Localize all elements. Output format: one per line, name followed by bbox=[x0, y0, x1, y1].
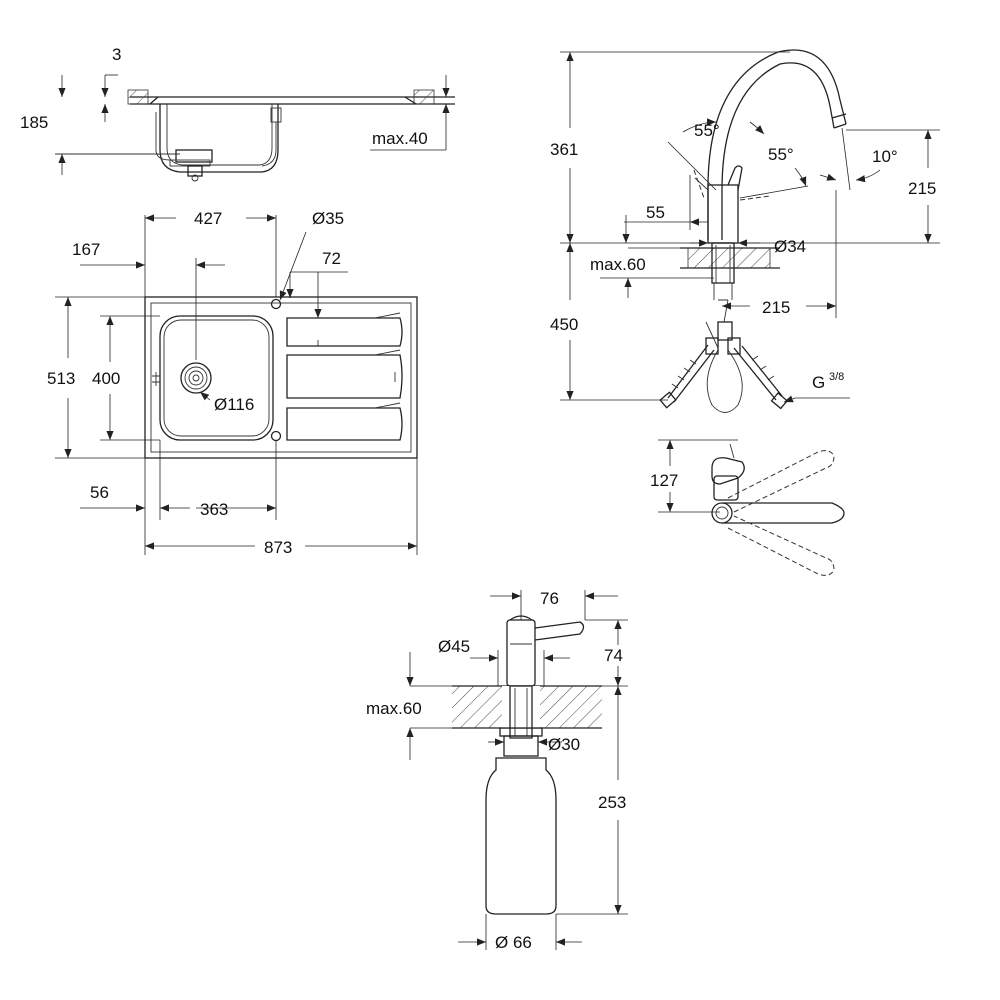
dim-max40-label: max.40 bbox=[372, 129, 428, 148]
angle-55b-label: 55° bbox=[768, 145, 794, 164]
dim-215h-label: 215 bbox=[762, 298, 790, 317]
dim-d35-label: Ø35 bbox=[312, 209, 344, 228]
thread-fraction-label: 3/8 bbox=[829, 371, 844, 383]
angle-10-label: 10° bbox=[872, 147, 898, 166]
tap-hole-icon bbox=[270, 298, 282, 310]
dim-56-label: 56 bbox=[90, 483, 109, 502]
thread-g-label: G bbox=[812, 373, 825, 392]
dim-427-label: 427 bbox=[194, 209, 222, 228]
dim-d45-label: Ø45 bbox=[438, 637, 470, 656]
faucet-top-view: 127 bbox=[650, 439, 845, 576]
angle-55a-label: 55° bbox=[694, 121, 720, 140]
dim-d66-label: Ø 66 bbox=[495, 933, 532, 952]
dim-215v-label: 215 bbox=[908, 179, 936, 198]
dim-d30-label: Ø30 bbox=[548, 735, 580, 754]
dim-185-label: 185 bbox=[20, 113, 48, 132]
dim-d34-label: Ø34 bbox=[774, 237, 806, 256]
dim-max60-dispenser-label: max.60 bbox=[366, 699, 422, 718]
dim-363-label: 363 bbox=[200, 500, 228, 519]
soap-dispenser-view: 76 Ø45 74 max.60 Ø30 253 Ø 66 bbox=[366, 589, 628, 952]
dim-873-label: 873 bbox=[264, 538, 292, 557]
dim-361-label: 361 bbox=[550, 140, 578, 159]
dim-253-label: 253 bbox=[598, 793, 626, 812]
dim-400-label: 400 bbox=[92, 369, 120, 388]
dim-74-label: 74 bbox=[604, 646, 623, 665]
dim-76-label: 76 bbox=[540, 589, 559, 608]
faucet-side-view: 361 55° 55° 10° 215 55 Ø34 bbox=[550, 49, 940, 413]
dim-167-label: 167 bbox=[72, 240, 100, 259]
dim-513-label: 513 bbox=[47, 369, 75, 388]
dim-3-label: 3 bbox=[112, 45, 121, 64]
dim-72-label: 72 bbox=[322, 249, 341, 268]
dim-max60-faucet-label: max.60 bbox=[590, 255, 646, 274]
dim-d116-label: Ø116 bbox=[214, 395, 254, 414]
dim-127-label: 127 bbox=[650, 471, 678, 490]
dim-450-label: 450 bbox=[550, 315, 578, 334]
sink-plan-view: 427 Ø35 167 72 513 400 Ø116 56 bbox=[47, 209, 418, 557]
sink-section-view: 3 185 max.40 bbox=[20, 45, 455, 182]
dim-55-label: 55 bbox=[646, 203, 665, 222]
